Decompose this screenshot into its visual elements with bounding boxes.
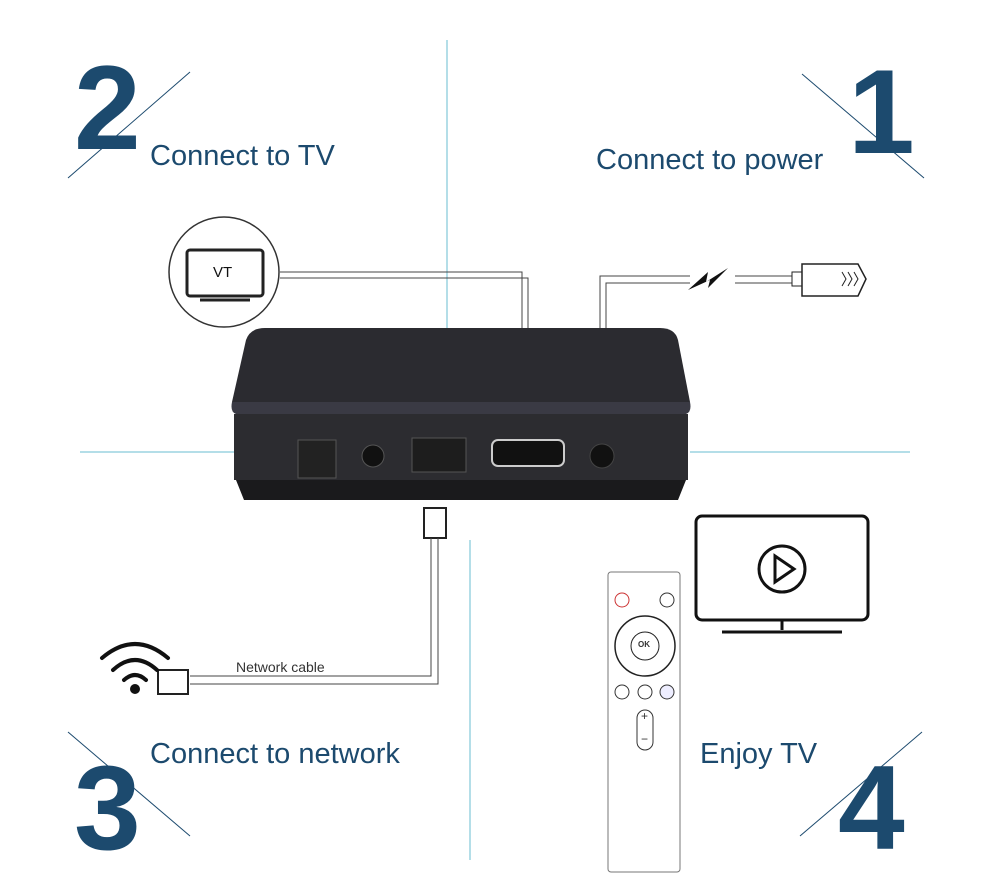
accent-line-3 xyxy=(67,731,191,837)
remote-control xyxy=(607,571,681,873)
set-top-box xyxy=(231,328,691,500)
lightning-icon xyxy=(688,268,728,290)
step-1-number: 1 xyxy=(848,45,915,179)
remote-ok-label: OK xyxy=(638,640,650,649)
accent-line-2 xyxy=(67,71,191,179)
play-icon-tv xyxy=(694,514,870,634)
accent-line-4 xyxy=(799,731,923,837)
tv-icon xyxy=(168,216,280,328)
step-2-title: Connect to TV xyxy=(150,140,335,172)
remote-volume-up: + xyxy=(641,709,649,723)
step-4-title: Enjoy TV xyxy=(700,738,818,770)
power-plug-icon xyxy=(791,263,867,297)
step-3-number: 3 xyxy=(74,741,141,875)
step-2-number: 2 xyxy=(74,41,141,175)
wifi-icon xyxy=(100,642,170,694)
tv-icon-label: VT xyxy=(213,264,233,281)
step-4-number: 4 xyxy=(838,741,905,875)
remote-volume-down: − xyxy=(641,732,649,746)
step-1-title: Connect to power xyxy=(596,144,824,176)
accent-line-1 xyxy=(801,73,925,179)
ethernet-plug-icon xyxy=(423,507,447,539)
step-3-title: Connect to network xyxy=(150,738,400,770)
network-cable-label: Network cable xyxy=(236,659,325,675)
